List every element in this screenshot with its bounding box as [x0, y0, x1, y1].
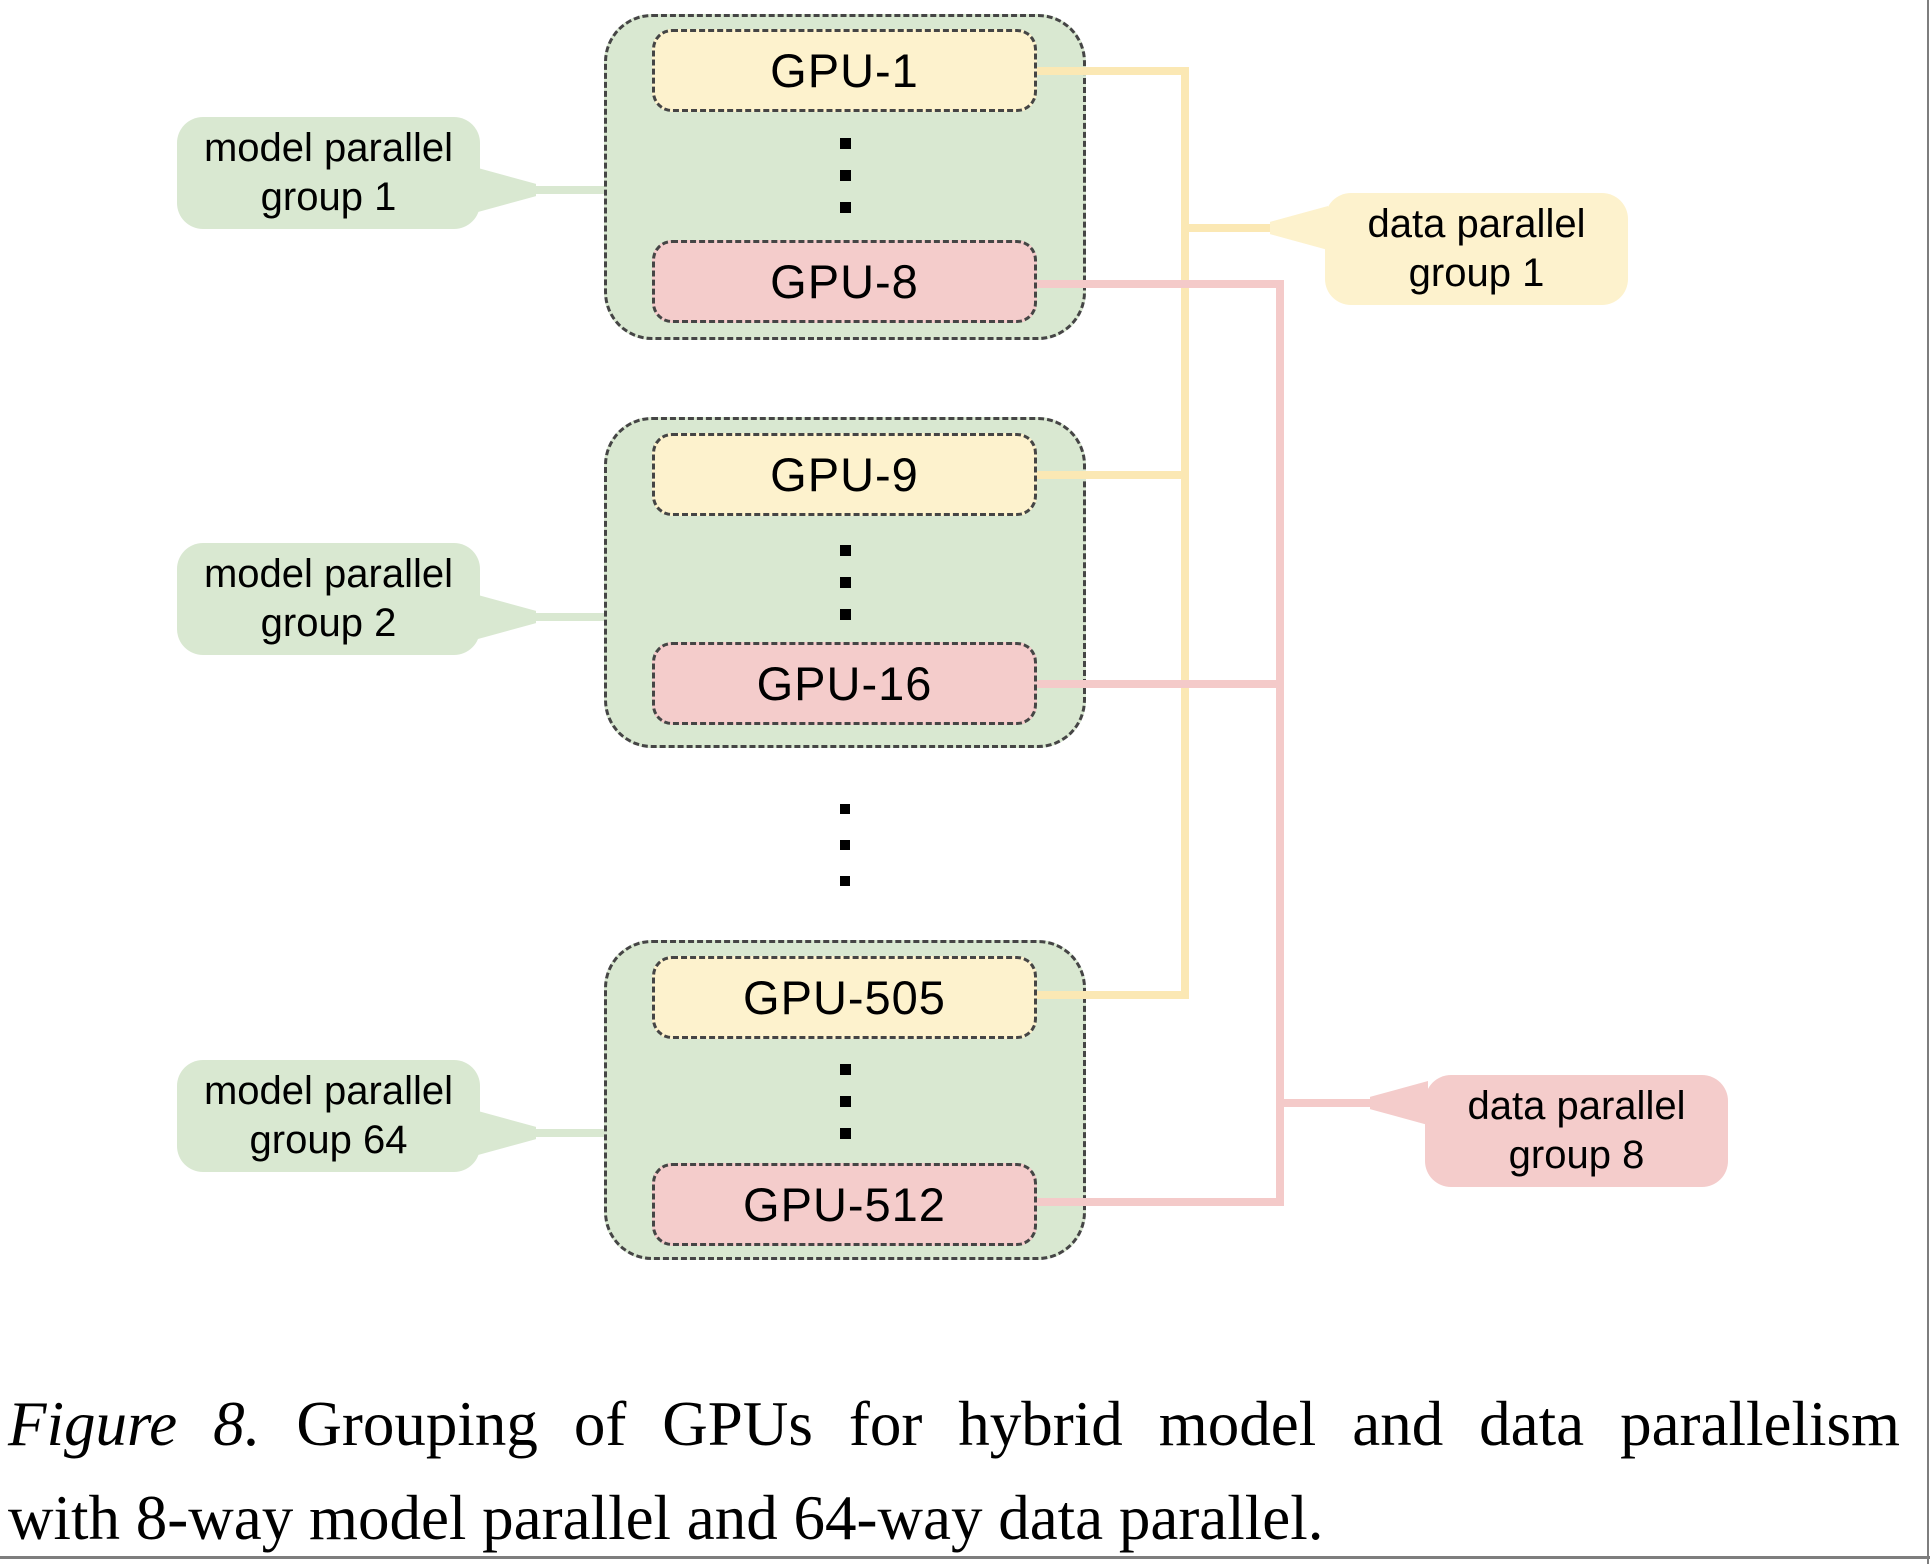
- label-line: model parallel: [203, 552, 454, 596]
- gpu-8-box: GPU-8: [652, 240, 1037, 323]
- model-parallel-group-64-connector-line: [480, 1129, 604, 1137]
- label-line: group 64: [249, 1118, 408, 1162]
- gpu-512-connector-line: [1037, 1198, 1284, 1206]
- data-parallel-group-8-label: data parallel group 8: [1425, 1075, 1728, 1187]
- data-parallel-group-1-branch-line: [1189, 224, 1281, 232]
- groups-ellipsis-dot: [840, 876, 850, 886]
- ellipsis-dot: [840, 1128, 851, 1139]
- gpu-505-label: GPU-505: [743, 971, 946, 1024]
- label-line: group 1: [1408, 251, 1545, 295]
- label-line: data parallel: [1467, 1084, 1686, 1128]
- ellipsis-dot: [840, 1064, 851, 1075]
- data-parallel-group-8-branch-line: [1284, 1099, 1376, 1107]
- model-parallel-group-2-label: model parallel group 2: [177, 543, 480, 655]
- figure-number: Figure 8.: [8, 1389, 261, 1459]
- label-line: model parallel: [203, 126, 454, 170]
- caption-text: with 8-way model parallel and 64-way dat…: [8, 1483, 1324, 1553]
- label-line: group 2: [260, 601, 397, 645]
- model-parallel-group-1-connector-line: [480, 186, 604, 194]
- ellipsis-dot: [840, 545, 851, 556]
- gpu-9-box: GPU-9: [652, 433, 1037, 516]
- ellipsis-dot: [840, 577, 851, 588]
- groups-ellipsis-dot: [840, 840, 850, 850]
- data-parallel-group-8-label-stub: [1370, 1081, 1428, 1125]
- ellipsis-dot: [840, 609, 851, 620]
- gpu-505-box: GPU-505: [652, 956, 1037, 1039]
- gpu-9-label: GPU-9: [770, 448, 919, 501]
- data-parallel-group-8-trunk-line: [1276, 280, 1284, 1206]
- ellipsis-dot: [840, 202, 851, 213]
- gpu-16-connector-line: [1037, 680, 1276, 688]
- ellipsis-dot: [840, 170, 851, 181]
- ellipsis-dot: [840, 138, 851, 149]
- gpu-1-box: GPU-1: [652, 29, 1037, 112]
- groups-ellipsis-dot: [840, 804, 850, 814]
- figure-caption-line-1: Figure 8. Grouping of GPUs for hybrid mo…: [8, 1388, 1900, 1461]
- gpu-505-connector-line: [1037, 991, 1181, 999]
- gpu-16-box: GPU-16: [652, 642, 1037, 725]
- model-parallel-group-64-label-stub: [478, 1111, 536, 1155]
- gpu-1-connector-line: [1037, 67, 1189, 75]
- label-line: group 1: [260, 175, 397, 219]
- model-parallel-group-64-box: GPU-505 GPU-512: [604, 940, 1086, 1260]
- caption-text: Grouping of GPUs for hybrid model and da…: [296, 1389, 1900, 1459]
- gpu-16-label: GPU-16: [756, 657, 933, 710]
- gpu-512-label: GPU-512: [743, 1178, 946, 1231]
- label-line: data parallel: [1367, 202, 1586, 246]
- model-parallel-group-2-box: GPU-9 GPU-16: [604, 417, 1086, 748]
- model-parallel-group-1-label-stub: [478, 168, 536, 212]
- bottom-divider-rule: [0, 1556, 1930, 1559]
- model-parallel-group-64-label: model parallel group 64: [177, 1060, 480, 1172]
- model-parallel-group-2-connector-line: [480, 613, 604, 621]
- label-line: group 8: [1508, 1133, 1645, 1177]
- model-parallel-group-2-label-stub: [478, 595, 536, 639]
- right-edge-rule: [1927, 0, 1929, 1564]
- gpu-1-label: GPU-1: [770, 44, 919, 97]
- data-parallel-group-1-trunk-line: [1181, 67, 1189, 999]
- gpu-9-connector-line: [1037, 471, 1181, 479]
- data-parallel-group-1-label-stub: [1270, 206, 1328, 250]
- gpu-8-connector-line: [1037, 280, 1284, 288]
- model-parallel-group-1-label: model parallel group 1: [177, 117, 480, 229]
- ellipsis-dot: [840, 1096, 851, 1107]
- gpu-512-box: GPU-512: [652, 1163, 1037, 1246]
- gpu-8-label: GPU-8: [770, 255, 919, 308]
- data-parallel-group-1-label: data parallel group 1: [1325, 193, 1628, 305]
- model-parallel-group-1-box: GPU-1 GPU-8: [604, 14, 1086, 340]
- label-line: model parallel: [203, 1069, 454, 1113]
- figure-caption-line-2: with 8-way model parallel and 64-way dat…: [8, 1482, 1900, 1555]
